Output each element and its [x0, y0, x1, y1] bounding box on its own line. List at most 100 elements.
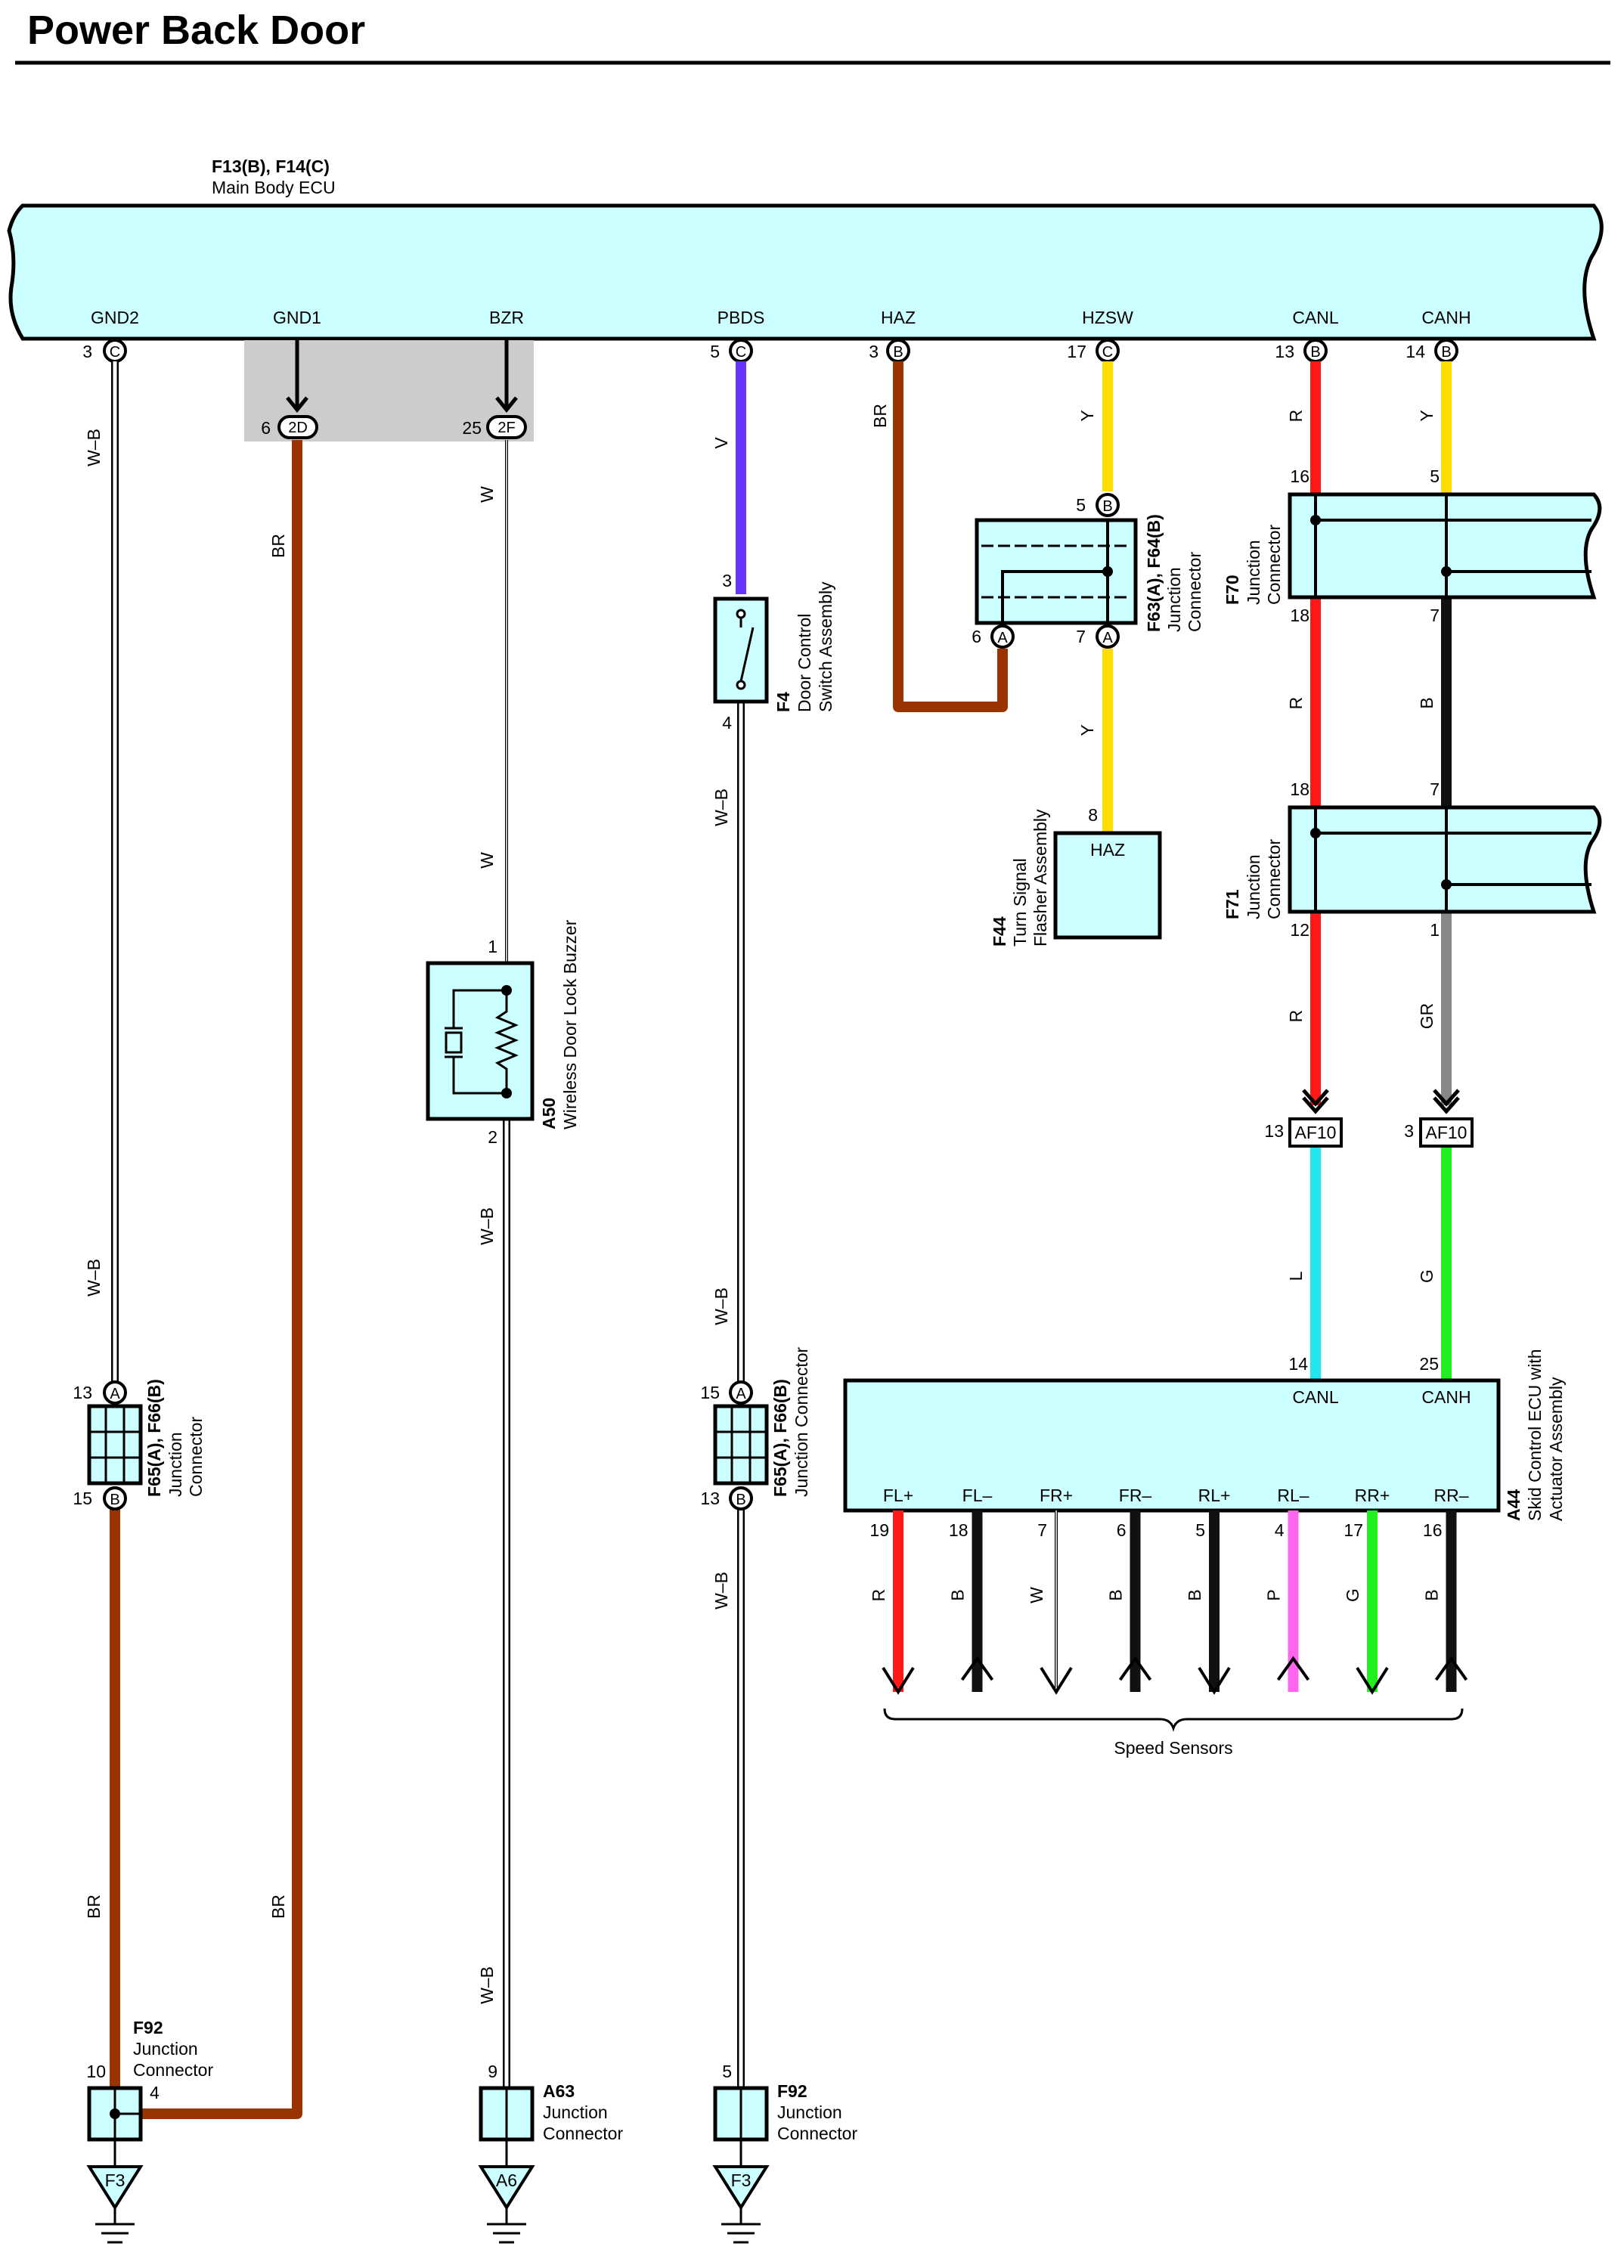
- f71-pin-4: 1: [1430, 920, 1440, 940]
- pin-name-canl: CANL: [1292, 308, 1339, 327]
- a44-pin-canl: 14: [1288, 1354, 1308, 1374]
- f71-pin-1: 18: [1290, 779, 1309, 799]
- wire-label-gnd2-top: W–B: [84, 429, 104, 466]
- bzr-chevron: [495, 396, 518, 413]
- f65-junction-connector-left: 13 A 15 B F65(A), F66(B) Junction Connec…: [73, 1379, 206, 1510]
- pin-num-canh: 14: [1406, 342, 1425, 361]
- wire-label-hzsw-y2: Y: [1077, 724, 1097, 736]
- wire-gnd1-br: [140, 440, 302, 2119]
- a44-pin-name-rr-minus: RR–: [1433, 1486, 1468, 1505]
- a44-pin-name-fl-minus: FL–: [962, 1486, 993, 1505]
- inline-label-bzr: 2F: [497, 420, 515, 436]
- f44-id: F44: [990, 916, 1009, 947]
- f65r-conn-top-circle: [729, 1380, 753, 1405]
- af10-box-h: [1419, 1117, 1474, 1148]
- f44-turn-signal-flasher: 8 HAZ F44 Turn Signal Flasher Assembly: [990, 805, 1162, 947]
- arrow-fl-plus-icon: [882, 1666, 915, 1695]
- ground-a6: A6: [478, 2165, 535, 2244]
- wire-label-canh-g: G: [1417, 1269, 1436, 1283]
- a50-lead-b: [452, 1057, 507, 1095]
- f70-box: [1288, 492, 1602, 600]
- inline-num-gnd1: 6: [261, 418, 271, 438]
- a63-line2: Connector: [543, 2124, 623, 2143]
- arrow-rr-plus-icon: [1356, 1666, 1389, 1695]
- f65l-pin-top: 13: [73, 1383, 92, 1402]
- a44-pin-num-rr-minus: 16: [1423, 1520, 1443, 1540]
- a44-pin-num-rl-minus: 4: [1275, 1520, 1285, 1540]
- a44-pin-name-fr-plus: FR+: [1040, 1486, 1073, 1505]
- f63-splice-dot: [1102, 566, 1113, 577]
- pin-num-hzsw: 17: [1067, 342, 1086, 361]
- f63-junction-connector: 5 B 6 A 7 A F63(A), F64(B) Junction Conn…: [972, 493, 1204, 649]
- f4-contact-top: [736, 609, 746, 619]
- f70-id: F70: [1223, 575, 1242, 605]
- f92-junction-connector-right: 5 F92 Junction Connector: [713, 2062, 857, 2167]
- f63-line1: Junction: [1164, 567, 1184, 632]
- pin-num-pbds: 5: [710, 342, 720, 361]
- wire-label-fl-minus: B: [948, 1589, 968, 1600]
- inline-label-gnd1: 2D: [288, 420, 308, 436]
- af10-box-l: [1288, 1117, 1343, 1148]
- f71-line1: Junction: [1244, 854, 1263, 919]
- af10-pin-l: 13: [1264, 1121, 1284, 1141]
- a50-pin-bottom: 2: [488, 1127, 497, 1147]
- f70-dot-l: [1310, 515, 1321, 525]
- wire-label-bzr-top: W: [477, 486, 497, 503]
- f65l-id: F65(A), F66(B): [144, 1379, 164, 1497]
- f65l-conn-bottom-letter: B: [110, 1492, 119, 1508]
- wire-label-pbds-wb2: W–B: [711, 1287, 731, 1325]
- f92l-splice-dot: [110, 2108, 120, 2119]
- f63-pin5: 5: [1076, 495, 1086, 515]
- f4-line1: Door Control: [795, 614, 814, 712]
- f71-box: [1288, 805, 1602, 914]
- wire-label-fl-plus: R: [869, 1589, 888, 1602]
- inline-pill-bzr: [486, 415, 527, 439]
- a44-line1: Skid Control ECU with: [1525, 1349, 1545, 1521]
- ecu-name-label: Main Body ECU: [212, 178, 336, 197]
- ecu-id-label: F13(B), F14(C): [212, 156, 330, 176]
- conn-letter-canl: B: [1310, 344, 1320, 361]
- f92l-pin-b: 4: [150, 2083, 160, 2102]
- f63-id: F63(A), F64(B): [1144, 514, 1164, 632]
- page-title: Power Back Door: [27, 8, 365, 53]
- f44-box-label: HAZ: [1090, 840, 1125, 860]
- f65l-box: [87, 1404, 143, 1486]
- af10-label-l: AF10: [1295, 1123, 1337, 1142]
- a44-pin-num-rr-plus: 17: [1344, 1520, 1363, 1540]
- f71-line2: Connector: [1264, 839, 1284, 919]
- a63-pin: 9: [488, 2062, 497, 2081]
- pin-name-canh: CANH: [1421, 308, 1471, 327]
- f63-conn6-circle: [990, 624, 1015, 649]
- f4-pin-bottom: 4: [722, 713, 732, 733]
- af10-pin-h: 3: [1404, 1121, 1414, 1141]
- f63-pin6: 6: [972, 627, 981, 646]
- f63-conn5-letter: B: [1102, 498, 1112, 515]
- f65l-conn-top-letter: A: [110, 1386, 120, 1402]
- a44-pin-num-fl-minus: 18: [949, 1520, 969, 1540]
- f65r-line1: Junction Connector: [792, 1346, 811, 1497]
- f71-pin-2: 7: [1430, 779, 1440, 799]
- f65l-line2: Connector: [186, 1417, 206, 1497]
- f71-dot-l: [1310, 828, 1321, 838]
- wire-label-bzr-low: W–B: [477, 1207, 497, 1245]
- pin-name-gnd2: GND2: [91, 308, 139, 327]
- f70-line1: Junction: [1244, 540, 1263, 605]
- f63-bus-link: [1001, 570, 1108, 623]
- af10-label-h: AF10: [1426, 1123, 1467, 1142]
- a50-resistor-icon: [494, 990, 519, 1093]
- f4-line2: Switch Assembly: [816, 581, 835, 712]
- wire-label-bzr-mid: W: [477, 852, 497, 869]
- ground-label: F3: [731, 2170, 752, 2190]
- f63-line2: Connector: [1185, 552, 1204, 632]
- ground-triangle-icon: [478, 2165, 535, 2211]
- arrow-fl-minus-icon: [960, 1656, 994, 1681]
- f65l-line1: Junction: [166, 1432, 185, 1497]
- conn-letter-pbds: C: [736, 344, 746, 361]
- arrow-fr-minus-icon: [1118, 1656, 1152, 1681]
- a63-line1: Junction: [543, 2102, 608, 2122]
- wire-label-bzr-bot: W–B: [477, 1966, 497, 2004]
- ground-triangle-icon: [712, 2165, 770, 2211]
- a44-pin-name-fr-minus: FR–: [1119, 1486, 1152, 1505]
- a63-junction-connector: 9 A63 Junction Connector: [479, 2062, 623, 2167]
- f71-pin-3: 12: [1290, 920, 1309, 940]
